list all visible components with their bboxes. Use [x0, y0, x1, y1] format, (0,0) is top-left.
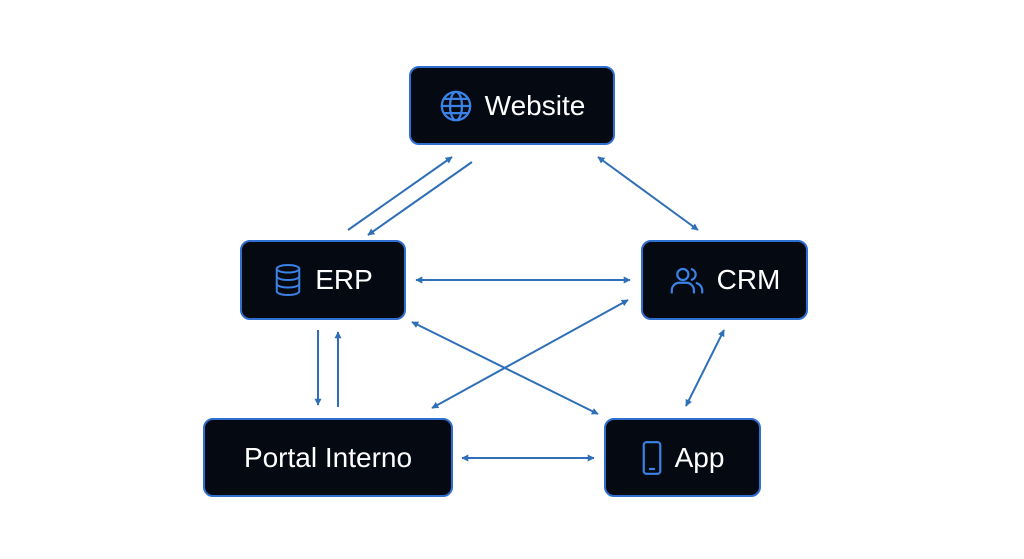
node-label: CRM	[716, 264, 781, 295]
arrow-erp-website	[347, 156, 453, 231]
node-label: ERP	[315, 264, 373, 295]
globe-icon	[439, 89, 473, 123]
node-website[interactable]: Website	[409, 66, 615, 145]
database-icon	[273, 263, 303, 297]
node-crm[interactable]: CRM	[641, 240, 808, 320]
node-app[interactable]: App	[604, 418, 761, 497]
arrow-website-crm	[597, 156, 699, 231]
node-label: Website	[484, 89, 586, 121]
node-label: Portal Interno	[243, 441, 413, 473]
arrow-website-erp	[367, 161, 473, 236]
arrow-crm-app	[685, 329, 725, 407]
node-erp[interactable]: ERP	[240, 240, 406, 320]
arrow-crm-portal	[431, 299, 629, 409]
users-icon	[669, 263, 705, 297]
node-label: App	[674, 441, 725, 473]
node-portal-interno[interactable]: Portal Interno	[203, 418, 453, 497]
smartphone-icon	[641, 440, 663, 476]
